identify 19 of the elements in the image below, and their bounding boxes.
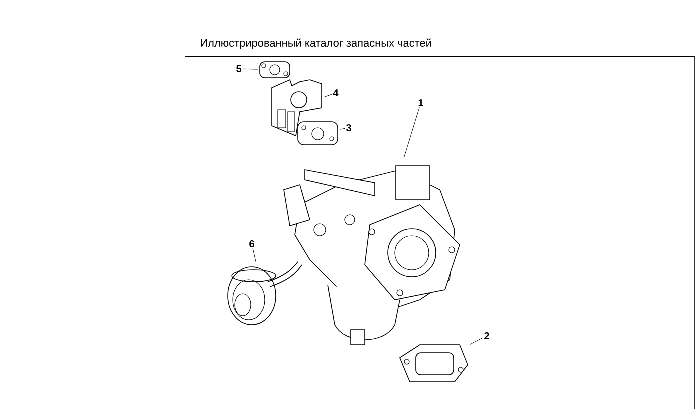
leader-line	[242, 68, 258, 70]
leader-line	[324, 94, 332, 98]
callout-number: 6	[250, 240, 254, 248]
carburetor-drawing	[284, 166, 460, 346]
callout-number: 4	[333, 90, 339, 96]
gasket-drawing	[400, 344, 468, 382]
gasket-drawing	[298, 122, 338, 146]
callout-number: 1	[418, 100, 424, 106]
diaphragm-drawing	[228, 262, 302, 326]
callout-number: 5	[236, 66, 242, 72]
leader-line	[340, 128, 346, 130]
leader-line	[404, 107, 420, 158]
callout-number: 3	[346, 124, 352, 132]
insulator-drawing	[272, 79, 322, 137]
callout-number: 2	[484, 332, 490, 340]
catalog-title: Иллюстрированный каталог запасных частей	[201, 38, 432, 50]
leader-line	[252, 248, 256, 262]
gasket-drawing	[260, 62, 290, 78]
leader-line	[470, 338, 484, 345]
